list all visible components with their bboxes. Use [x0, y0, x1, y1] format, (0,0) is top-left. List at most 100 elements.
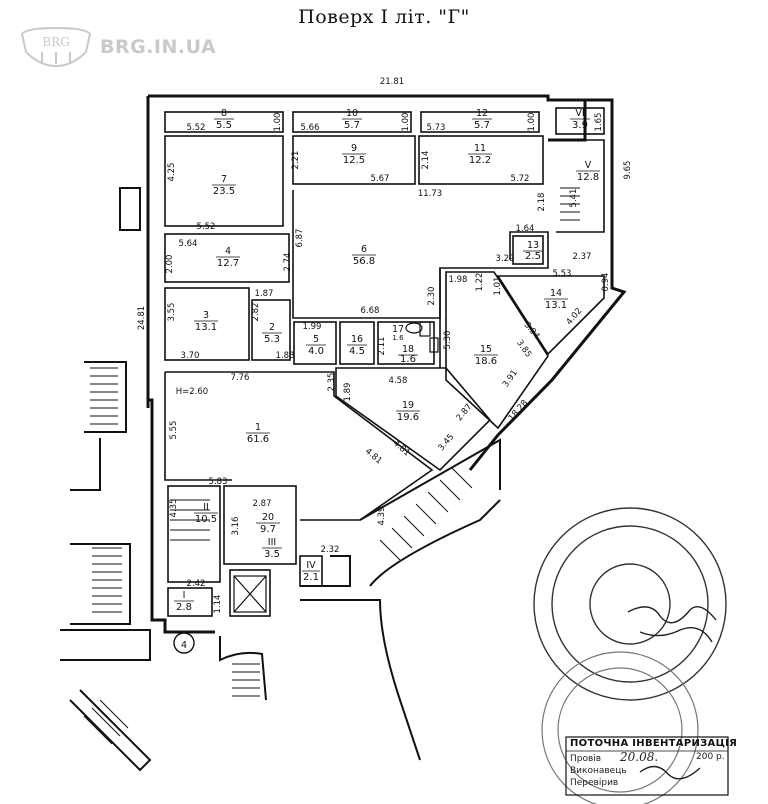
room-6: 656.8 — [352, 244, 376, 267]
svg-text:2.1: 2.1 — [303, 572, 319, 583]
dim-r16-side: 2.11 — [377, 337, 387, 356]
svg-text:8: 8 — [221, 108, 227, 119]
dim-r15-diag: 3.85 — [514, 338, 533, 359]
dim-r20-side: 3.16 — [231, 517, 241, 536]
svg-text:2: 2 — [269, 322, 275, 333]
svg-text:14: 14 — [550, 288, 562, 299]
top-row-walls — [164, 107, 605, 135]
room-V: V12.8 — [576, 160, 600, 183]
second-row-walls — [164, 135, 605, 233]
dim-rI-top: 2.42 — [187, 579, 206, 589]
room-16: 164.5 — [347, 334, 367, 357]
svg-text:15: 15 — [480, 344, 492, 355]
logo-text: BRG.IN.UA — [100, 36, 217, 58]
svg-text:5.7: 5.7 — [344, 120, 360, 131]
dim-r15-side: 1.22 — [475, 273, 485, 292]
stamp-line-1: Провів — [570, 754, 602, 764]
dim-r14-top: 5.53 — [553, 269, 572, 279]
dim-r1-bottom: 5.83 — [209, 477, 228, 487]
dim-left-total: 24.81 — [137, 306, 147, 330]
stair-hatching — [83, 187, 580, 745]
dim-r8-width: 5.52 — [187, 123, 206, 133]
dim-r1-side: 5.55 — [169, 421, 179, 440]
stamp-year: 200 р. — [696, 752, 725, 762]
svg-text:I: I — [183, 590, 186, 601]
dim-r19-diag3: 3.45 — [437, 432, 457, 453]
svg-text:3: 3 — [203, 310, 209, 321]
svg-text:12: 12 — [476, 108, 488, 119]
svg-text:56.8: 56.8 — [353, 256, 375, 267]
room-8: 85.5 — [214, 108, 234, 131]
axis-marker-label: 4 — [181, 640, 187, 651]
svg-text:II: II — [203, 502, 209, 513]
svg-text:61.6: 61.6 — [247, 434, 269, 445]
svg-text:VI: VI — [575, 108, 584, 119]
svg-text:4.0: 4.0 — [308, 346, 324, 357]
dim-rV-side: 5.41 — [569, 189, 579, 208]
second-stamp-icon — [541, 651, 699, 804]
dim-r10-side: 1.00 — [401, 113, 411, 132]
wc-fixtures — [405, 321, 439, 353]
dim-r13-top: 1.64 — [516, 224, 535, 234]
svg-text:1.6: 1.6 — [400, 354, 416, 365]
svg-text:4: 4 — [225, 246, 231, 257]
elevator-icon — [233, 575, 267, 613]
svg-text:10.5: 10.5 — [195, 514, 217, 525]
svg-text:IV: IV — [306, 560, 316, 571]
dim-r15-bottom: 3.91 — [501, 368, 520, 389]
brg-logo-icon: BRG — [20, 26, 92, 68]
room-7: 723.5 — [212, 174, 236, 197]
room-17: 171.6 — [392, 324, 404, 342]
svg-text:11: 11 — [474, 143, 486, 154]
svg-text:1.6: 1.6 — [392, 334, 404, 342]
dim-stair-diag: 4.39 — [377, 507, 387, 526]
signature-icon — [627, 606, 717, 780]
middle-walls — [164, 190, 605, 472]
svg-text:4.5: 4.5 — [349, 346, 365, 357]
dim-r7-bottom: 5.52 — [197, 222, 216, 232]
svg-text:19: 19 — [402, 400, 414, 411]
svg-text:3.5: 3.5 — [264, 549, 280, 560]
dim-right-top: 9.65 — [623, 161, 633, 180]
dim-hall-side: 2.30 — [427, 287, 437, 306]
room-1: 161.6 — [246, 422, 270, 445]
dim-r5-top: 1.99 — [303, 322, 322, 332]
dim-r12-width: 5.73 — [427, 123, 446, 133]
svg-text:12.2: 12.2 — [469, 155, 491, 166]
svg-text:10: 10 — [346, 108, 358, 119]
dim-r12-side: 1.00 — [527, 113, 537, 132]
dim-rV-small: 2.18 — [537, 193, 547, 212]
dim-top-total: 21.81 — [380, 77, 404, 87]
dim-r6-bottom: 6.68 — [361, 306, 380, 316]
round-stamp-icon — [533, 507, 727, 701]
room-13: 132.5 — [523, 240, 543, 262]
room-IV: IV2.1 — [302, 560, 320, 583]
room-9: 912.5 — [342, 143, 366, 166]
lower-walls — [164, 371, 434, 617]
room-10: 105.7 — [342, 108, 362, 131]
dim-r7-side: 4.25 — [167, 163, 177, 182]
dim-r10-width: 5.66 — [301, 123, 320, 133]
dim-r3-side: 3.55 — [167, 303, 177, 322]
inventory-stamp-title: ПОТОЧНА ІНВЕНТАРИЗАЦІЯ — [570, 738, 738, 749]
stamp-line-3: Перевірив — [570, 778, 619, 788]
svg-text:23.5: 23.5 — [213, 186, 235, 197]
logo-badge-text: BRG — [42, 35, 69, 49]
dim-r6-right: 3.29 — [496, 254, 515, 264]
dim-rII-side: 4.35 — [169, 499, 179, 518]
svg-text:13: 13 — [527, 240, 539, 251]
svg-text:12.8: 12.8 — [577, 172, 599, 183]
svg-text:2.5: 2.5 — [525, 251, 541, 262]
dim-r20-top: 2.87 — [253, 499, 272, 509]
svg-text:V: V — [585, 160, 592, 171]
svg-text:12.5: 12.5 — [343, 155, 365, 166]
svg-text:5.3: 5.3 — [264, 334, 280, 345]
svg-text:18: 18 — [402, 344, 414, 355]
dim-r19-diag4: 2.87 — [455, 402, 475, 423]
plan-title: Поверх I літ. "Г" — [298, 6, 470, 28]
